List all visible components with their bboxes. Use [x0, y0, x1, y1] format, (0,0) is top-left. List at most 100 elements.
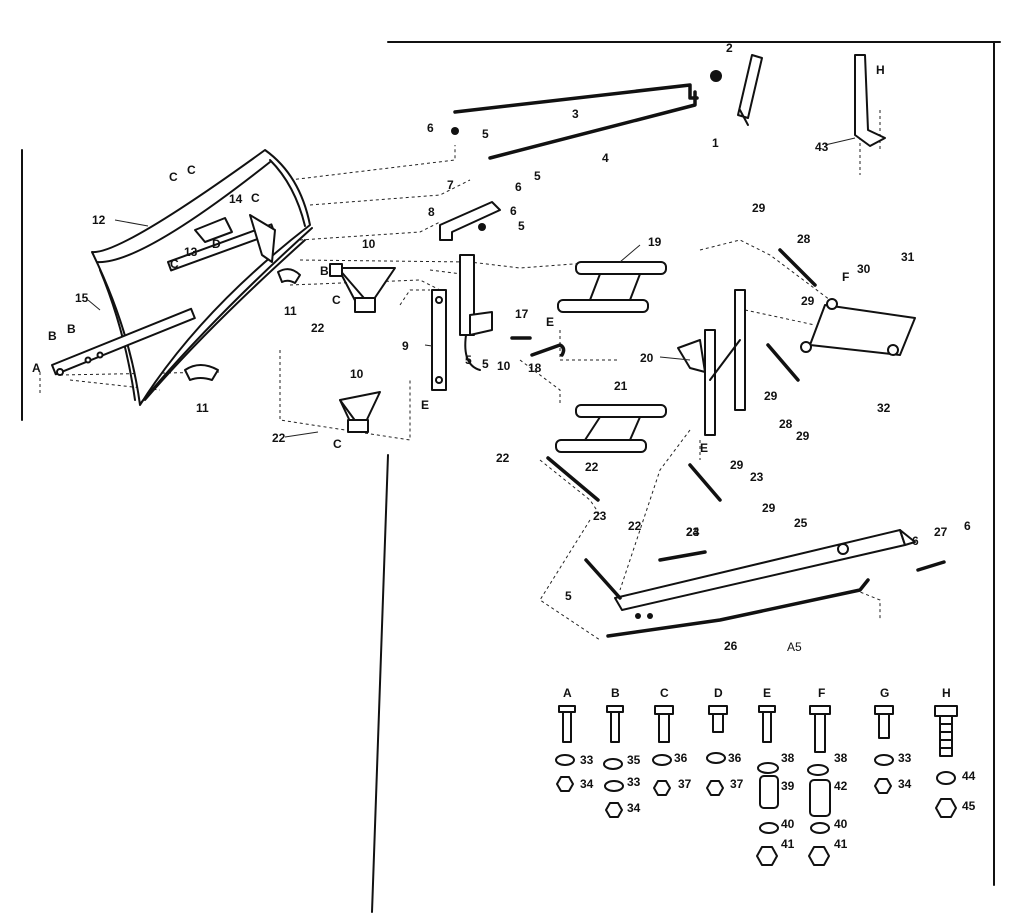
- hardware-item: 40: [781, 817, 795, 831]
- knob-part-2: [710, 70, 722, 82]
- label-letter-B: B: [67, 322, 76, 336]
- leader-lines: [87, 137, 856, 438]
- label-part-22: 22: [628, 519, 642, 533]
- center-upright: [459, 254, 493, 371]
- letter-labels: A B B B C C C C C C D E E E F H A5: [32, 63, 885, 654]
- label-part-1: 1: [712, 136, 719, 150]
- label-letter-C: C: [169, 170, 178, 184]
- label-part-43: 43: [815, 140, 829, 154]
- label-part-18: 18: [528, 361, 542, 375]
- label-part-28: 28: [797, 232, 811, 246]
- link-plate-part-8: [439, 201, 501, 241]
- label-letter-C: C: [333, 437, 342, 451]
- label-part-22: 22: [496, 451, 510, 465]
- label-part-8: 8: [428, 205, 435, 219]
- lever-part-1: [737, 54, 763, 126]
- label-part-10: 10: [350, 367, 364, 381]
- hardware-letter: F: [818, 686, 825, 700]
- label-part-26: 26: [724, 639, 738, 653]
- label-letter-C: C: [332, 293, 341, 307]
- hardware-letter: A: [563, 686, 572, 700]
- push-bar-26: [606, 578, 870, 638]
- label-letter-C: C: [187, 163, 196, 177]
- frame-part-20: [677, 289, 746, 436]
- pins-17-18: [510, 336, 566, 357]
- mount-part-9: [431, 289, 447, 391]
- label-part-15: 15: [75, 291, 89, 305]
- label-part-19: 19: [648, 235, 662, 249]
- label-part-29: 29: [752, 201, 766, 215]
- label-letter-E: E: [421, 398, 429, 412]
- label-part-29: 29: [762, 501, 776, 515]
- label-part-9: 9: [402, 339, 409, 353]
- links-28: [688, 248, 817, 502]
- label-letter-E: E: [546, 315, 554, 329]
- part-labels: 1 2 3 4 5 5 5 5 5 5 6 6 6 6 6 7 8 9 10 1…: [75, 41, 971, 653]
- plate-part-30: [800, 298, 916, 356]
- label-part-25: 25: [794, 516, 808, 530]
- hardware-item: 35: [627, 753, 641, 767]
- label-part-6: 6: [515, 180, 522, 194]
- label-part-4: 4: [602, 151, 609, 165]
- label-part-6: 6: [427, 121, 434, 135]
- skid-shoes: [184, 268, 301, 381]
- label-letter-E: E: [700, 441, 708, 455]
- label-part-5: 5: [518, 219, 525, 233]
- label-part-23: 23: [593, 509, 607, 523]
- label-part-6: 6: [964, 519, 971, 533]
- label-part-5: 5: [565, 589, 572, 603]
- label-part-23: 23: [750, 470, 764, 484]
- hardware-item: 38: [834, 751, 848, 765]
- hardware-item: 36: [674, 751, 688, 765]
- hardware-item: 39: [781, 779, 795, 793]
- rod-part-23: [546, 456, 600, 502]
- label-part-31: 31: [901, 250, 915, 264]
- label-extra-text: A5: [787, 640, 802, 654]
- hardware-item: 34: [898, 777, 912, 791]
- label-letter-F: F: [842, 270, 849, 284]
- label-part-30: 30: [857, 262, 871, 276]
- label-part-28: 28: [779, 417, 793, 431]
- fastener-dots: [451, 127, 653, 619]
- label-part-22: 22: [585, 460, 599, 474]
- hardware-item: 34: [580, 777, 594, 791]
- trip-bracket-lower: [339, 391, 381, 433]
- label-part-10: 10: [362, 237, 376, 251]
- trip-bracket-upper: [329, 263, 396, 313]
- hardware-letter: C: [660, 686, 669, 700]
- label-part-2: 2: [726, 41, 733, 55]
- label-part-5: 5: [482, 127, 489, 141]
- label-part-6: 6: [510, 204, 517, 218]
- label-letter-C: C: [170, 257, 179, 271]
- label-letter-B: B: [320, 264, 329, 278]
- label-part-24: 24: [686, 525, 700, 539]
- label-part-14: 14: [229, 192, 243, 206]
- label-letter-D: D: [212, 237, 221, 251]
- hardware-item: 44: [962, 769, 976, 783]
- label-part-29: 29: [764, 389, 778, 403]
- frame-part-19: [557, 261, 667, 313]
- label-part-13: 13: [184, 245, 198, 259]
- label-part-5: 5: [465, 353, 472, 367]
- label-part-22: 22: [272, 431, 286, 445]
- hardware-letter: G: [880, 686, 889, 700]
- label-part-3: 3: [572, 107, 579, 121]
- hardware-item: 37: [730, 777, 744, 791]
- hardware-column-A: A 33 34: [555, 686, 594, 792]
- page-frame-lines: [21, 41, 1001, 913]
- label-part-22: 22: [311, 321, 325, 335]
- hardware-column-E: E 38 39 40 41: [756, 686, 795, 866]
- hardware-item: 36: [728, 751, 742, 765]
- label-part-10: 10: [497, 359, 511, 373]
- label-letter-A: A: [32, 361, 41, 375]
- hardware-item: 33: [580, 753, 594, 767]
- hardware-letter: B: [611, 686, 620, 700]
- label-part-32: 32: [877, 401, 891, 415]
- hardware-item: 40: [834, 817, 848, 831]
- hardware-column-G: G 33 34: [874, 686, 912, 794]
- label-part-21: 21: [614, 379, 628, 393]
- push-frame-25: [584, 529, 916, 611]
- label-part-6: 6: [912, 534, 919, 548]
- hardware-column-H: H 44 45: [934, 686, 976, 818]
